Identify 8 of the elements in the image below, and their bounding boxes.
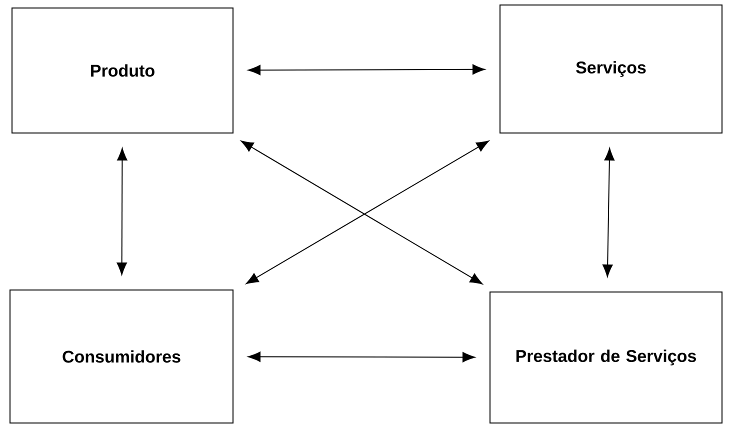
box: Prestador de Serviços xyxy=(490,291,722,424)
box: Serviços xyxy=(500,4,722,134)
box: Produto xyxy=(12,8,234,134)
arrow xyxy=(602,148,615,278)
arrow xyxy=(248,64,486,76)
box: Consumidores xyxy=(10,289,234,424)
arrow xyxy=(248,352,476,362)
arrow xyxy=(116,148,128,276)
